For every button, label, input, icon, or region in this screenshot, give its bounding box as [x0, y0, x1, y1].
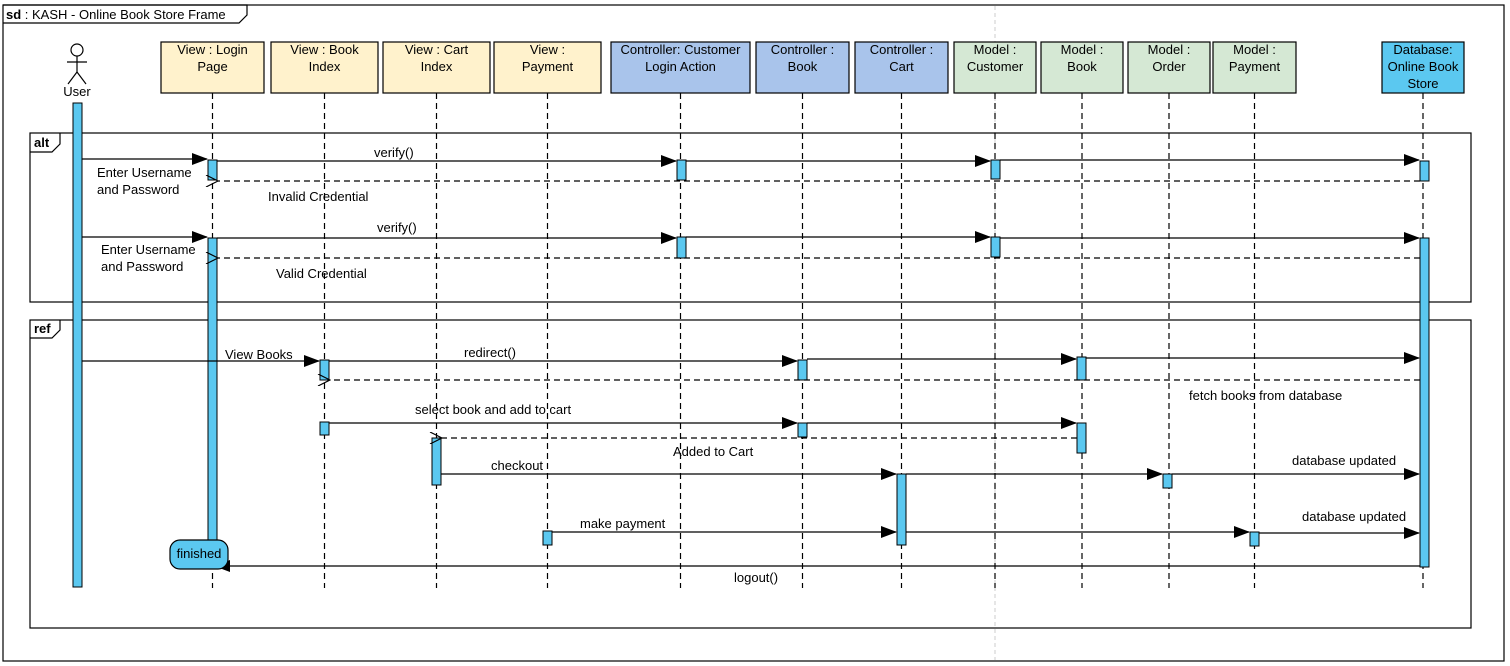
- activation-ctrlbook-2: [797, 422, 808, 438]
- lifeline-mcust[interactable]: Model :Customer: [953, 41, 1037, 588]
- activation-user: [72, 102, 83, 588]
- label-valid-credential: Valid Credential: [276, 266, 367, 281]
- label-fetch-books: fetch books from database: [1189, 388, 1342, 403]
- alt-fragment-keyword: alt: [34, 135, 50, 150]
- lifeline-payview-head: [493, 41, 602, 94]
- label-invalid-credential: Invalid Credential: [268, 189, 369, 204]
- label-checkout: checkout: [491, 458, 543, 473]
- activation-login-2: [207, 237, 218, 544]
- label-verify-1: verify(): [374, 145, 414, 160]
- label-make-payment: make payment: [580, 516, 666, 531]
- activation-ctrlcart: [896, 473, 907, 546]
- label-view-books: View Books: [225, 347, 293, 362]
- lifeline-mpay-head: [1212, 41, 1297, 94]
- messages: [82, 153, 1420, 572]
- frame-keyword: sd: [6, 7, 21, 22]
- label-verify-2: verify(): [377, 220, 417, 235]
- lifeline-ctrlcust-head: [610, 41, 751, 94]
- activation-ctrlcust-1: [676, 159, 687, 181]
- lifeline-ctrlcart-label: Controller :Cart: [870, 42, 934, 74]
- actor-label: User: [63, 84, 91, 99]
- ref-fragment-keyword: ref: [34, 321, 51, 336]
- label-logout: logout(): [734, 570, 778, 585]
- lifeline-bookidx-head: [270, 41, 379, 94]
- label-added-to-cart: Added to Cart: [673, 444, 754, 459]
- lifeline-cartidx-head: [382, 41, 491, 94]
- activation-login-1: [207, 159, 218, 181]
- finished-state: finished: [169, 539, 229, 570]
- frame-title: : KASH - Online Book Store Frame: [21, 7, 225, 22]
- activation-db-1: [1419, 160, 1430, 182]
- lifeline-ctrlbook-label: Controller :Book: [771, 42, 835, 74]
- lifeline-morder-head: [1127, 41, 1211, 94]
- lifeline-ctrlcart-head: [854, 41, 949, 94]
- lifeline-mpay-label: Model :Payment: [1229, 42, 1281, 74]
- sd-frame-tab: [3, 4, 248, 24]
- user-actor[interactable]: User: [63, 43, 91, 99]
- finished-label: finished: [177, 546, 222, 561]
- lifeline-payview[interactable]: View :Payment: [493, 41, 602, 588]
- lifeline-mbook-head: [1040, 41, 1124, 94]
- svg-text:sd : KASH - Online Book Store: sd : KASH - Online Book Store Frame: [6, 7, 226, 22]
- lifeline-db-head: [1381, 41, 1465, 94]
- activation-mpay: [1249, 531, 1260, 547]
- activation-ctrlcust-2: [676, 236, 687, 259]
- lifeline-mcust-head: [953, 41, 1037, 94]
- activation-db-2: [1419, 237, 1430, 568]
- activation-payview: [542, 530, 553, 546]
- activation-ctrlbook-1: [797, 359, 808, 381]
- sd-frame: [2, 4, 1505, 662]
- activation-mbook-1: [1076, 356, 1087, 381]
- label-database-updated-2: database updated: [1302, 509, 1406, 524]
- lifeline-morder-label: Model :Order: [1148, 42, 1191, 74]
- lifeline-ctrlbook[interactable]: Controller :Book: [755, 41, 850, 588]
- activation-morder: [1162, 473, 1173, 489]
- label-select-book: select book and add to cart: [415, 402, 571, 417]
- lifeline-mpay[interactable]: Model :Payment: [1212, 41, 1297, 588]
- activation-mcust-1: [990, 159, 1001, 180]
- ref-fragment: ref: [29, 319, 1472, 629]
- label-redirect: redirect(): [464, 345, 516, 360]
- activation-bookidx-1: [319, 359, 330, 381]
- lifeline-login-head: [160, 41, 265, 94]
- lifeline-ctrlbook-head: [755, 41, 850, 94]
- activation-mcust-2: [990, 236, 1001, 258]
- alt-fragment: alt: [29, 132, 1472, 303]
- lifeline-mbook[interactable]: Model :Book: [1040, 41, 1124, 588]
- actor-head-icon: [70, 43, 84, 57]
- lifeline-morder[interactable]: Model :Order: [1127, 41, 1211, 588]
- label-database-updated-1: database updated: [1292, 453, 1396, 468]
- activation-bookidx-2: [319, 421, 330, 436]
- activations: [207, 159, 1430, 568]
- lifeline-payview-label: View :Payment: [522, 42, 574, 74]
- lifeline-mbook-label: Model :Book: [1061, 42, 1104, 74]
- activation-mbook-2: [1076, 422, 1087, 454]
- activation-cartidx: [431, 437, 442, 486]
- lifeline-mcust-label: Model :Customer: [967, 42, 1024, 74]
